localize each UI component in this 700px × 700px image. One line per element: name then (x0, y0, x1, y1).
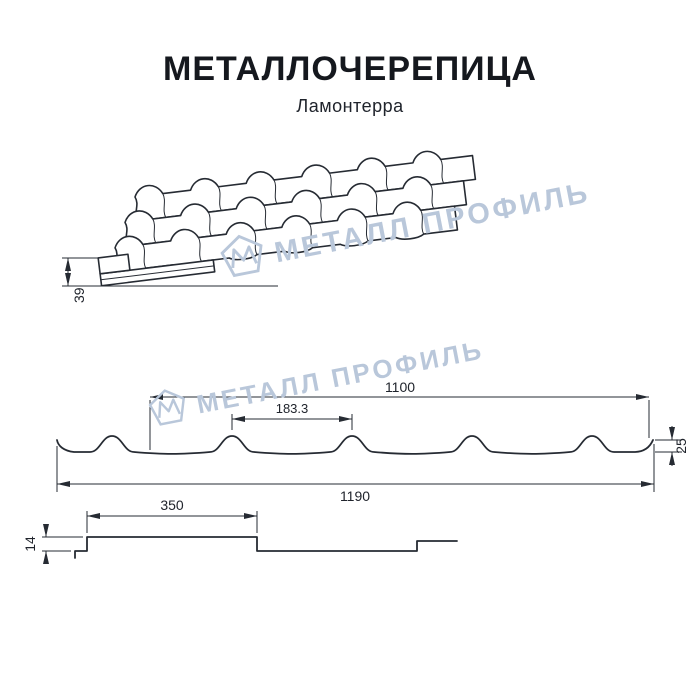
dim-eave-height-label: 39 (71, 287, 87, 303)
dim-wave-pitch-label: 183.3 (276, 401, 309, 416)
module-length-profile: 350 14 (22, 497, 458, 564)
dim-step-height: 14 (22, 524, 83, 564)
dim-profile-height-label: 25 (673, 438, 689, 454)
dim-full-width: 1190 (56, 444, 655, 504)
page-title: МЕТАЛЛОЧЕРЕПИЦА (163, 50, 537, 88)
dim-eave-height: 39 (62, 257, 278, 303)
dim-module-length: 350 (86, 497, 258, 533)
dim-step-height-label: 14 (22, 536, 38, 552)
profile-cross-section: 1100 183.3 25 1190 (56, 379, 689, 504)
dim-profile-height: 25 (655, 426, 689, 466)
dim-cover-width-label: 1100 (385, 379, 415, 395)
dim-module-length-label: 350 (160, 497, 184, 513)
dim-wave-pitch: 183.3 (231, 401, 353, 430)
page-subtitle: Ламонтерра (296, 96, 404, 116)
eave-strip-tab (97, 253, 131, 275)
dim-full-width-label: 1190 (340, 488, 370, 504)
roof-perspective-view: 39 (62, 150, 477, 303)
